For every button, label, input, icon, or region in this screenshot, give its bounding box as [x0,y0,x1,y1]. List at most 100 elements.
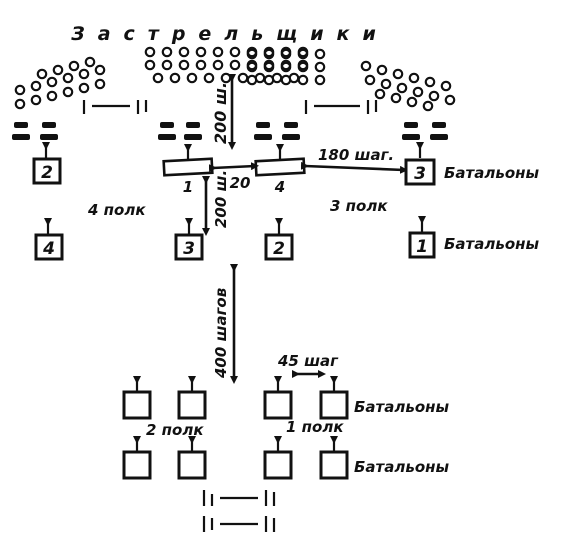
skirmisher-dot [203,72,215,84]
skirmisher-dot [30,94,42,106]
distance-label-battalion: 45 шаг [277,352,339,370]
regiment-label-right: 3 полк [330,197,388,215]
skirmisher-line [14,46,456,112]
skirmisher-dot [220,72,232,84]
battalions-label-second: Батальоны [444,235,540,253]
front-unit-4-number: 4 [274,178,285,196]
skirmisher-dot [392,68,404,80]
battalions-label-rear-1: Батальоны [354,398,450,416]
second-battalion-4 [34,218,64,261]
regiment-label-left: 4 полк [87,201,146,219]
second-battalion-3-number: 3 [183,239,195,259]
rear-row-2 [122,436,349,480]
battalions-label-front: Батальоны [444,164,540,182]
skirmisher-dot [360,60,372,72]
skirmisher-dot [376,64,388,76]
skirmisher-dot [36,68,48,80]
skirmisher-dot [390,92,402,104]
skirmisher-dot [186,72,198,84]
skirmisher-dot [406,96,418,108]
second-battalion-1 [408,216,436,259]
skirmisher-dot [396,82,408,94]
skirmisher-dot [62,72,74,84]
skirmisher-dot [297,61,309,73]
rear-row-1 [122,376,349,420]
skirmisher-dot [364,74,376,86]
skirmisher-dot [314,48,326,60]
skirmisher-dot [408,72,420,84]
skirmisher-dot [52,64,64,76]
skirmisher-dot [62,86,74,98]
distance-arrow-side [300,161,408,174]
skirmisher-dot [14,98,26,110]
skirmisher-dot [263,48,275,60]
front-battalion-3-number: 3 [414,164,426,184]
skirmisher-dot [412,86,424,98]
distance-label-rear: 400 шагов [212,288,230,379]
front-battalion-2-number: 2 [41,163,53,183]
skirmisher-dot [314,74,326,86]
skirmisher-dot [144,59,156,71]
skirmishers-title: Застрельщики [70,23,389,45]
distance-label-small: 20 [230,174,251,192]
skirmisher-dot [314,61,326,73]
skirmisher-dot [195,46,207,58]
regiment-label-rear-right: 1 полк [286,418,344,436]
skirmisher-dot [246,74,258,86]
skirmisher-dot [444,94,456,106]
skirmisher-dot [169,72,181,84]
skirmisher-dot [161,46,173,58]
skirmisher-dot [195,59,207,71]
distance-label-side: 180 шаг. [318,146,394,164]
skirmisher-dot [46,90,58,102]
front-unit-4 [254,144,306,177]
skirmisher-dot [46,76,58,88]
regiment-label-rear-left: 2 полк [146,421,204,439]
skirmisher-dot [229,46,241,58]
reserve-markers [12,122,448,140]
skirmisher-dot [237,72,249,84]
skirmisher-dot [246,61,258,73]
skirmisher-dot [84,56,96,68]
skirmisher-dot [280,48,292,60]
skirmisher-dot [14,84,26,96]
skirmisher-dot [263,74,275,86]
skirmisher-dot [280,61,292,73]
skirmisher-dot [297,48,309,60]
skirmisher-dot [440,80,452,92]
support-post-left [82,100,148,114]
skirmisher-dot [297,74,309,86]
skirmisher-dot [263,61,275,73]
second-battalion-1-number: 1 [416,237,428,257]
skirmisher-dot [144,46,156,58]
skirmisher-dot [68,60,80,72]
distance-label-front: 200 ш. [211,82,230,144]
support-post-right [304,100,378,114]
distance-arrow-small [208,162,259,173]
skirmisher-dot [422,100,434,112]
front-unit-1 [162,144,214,177]
skirmisher-dot [30,80,42,92]
skirmisher-dot [94,78,106,90]
skirmisher-dot [246,48,258,60]
skirmisher-dot [212,46,224,58]
skirmisher-dot [178,46,190,58]
skirmisher-dot [374,88,386,100]
skirmisher-dot [212,59,224,71]
front-battalion-2 [32,142,62,185]
artillery-markers [202,490,276,532]
front-battalion-3 [404,142,436,186]
distance-label-second: 200 ш. [212,170,230,228]
skirmisher-dot [229,59,241,71]
skirmisher-dot [178,59,190,71]
second-battalion-4-number: 4 [42,239,55,259]
second-battalion-2 [264,218,294,261]
skirmisher-dot [94,64,106,76]
skirmisher-dot [78,82,90,94]
skirmisher-dot [78,68,90,80]
skirmisher-dot [280,74,292,86]
skirmisher-dot [428,90,440,102]
skirmisher-dot [380,78,392,90]
second-battalion-2-number: 2 [273,239,285,259]
